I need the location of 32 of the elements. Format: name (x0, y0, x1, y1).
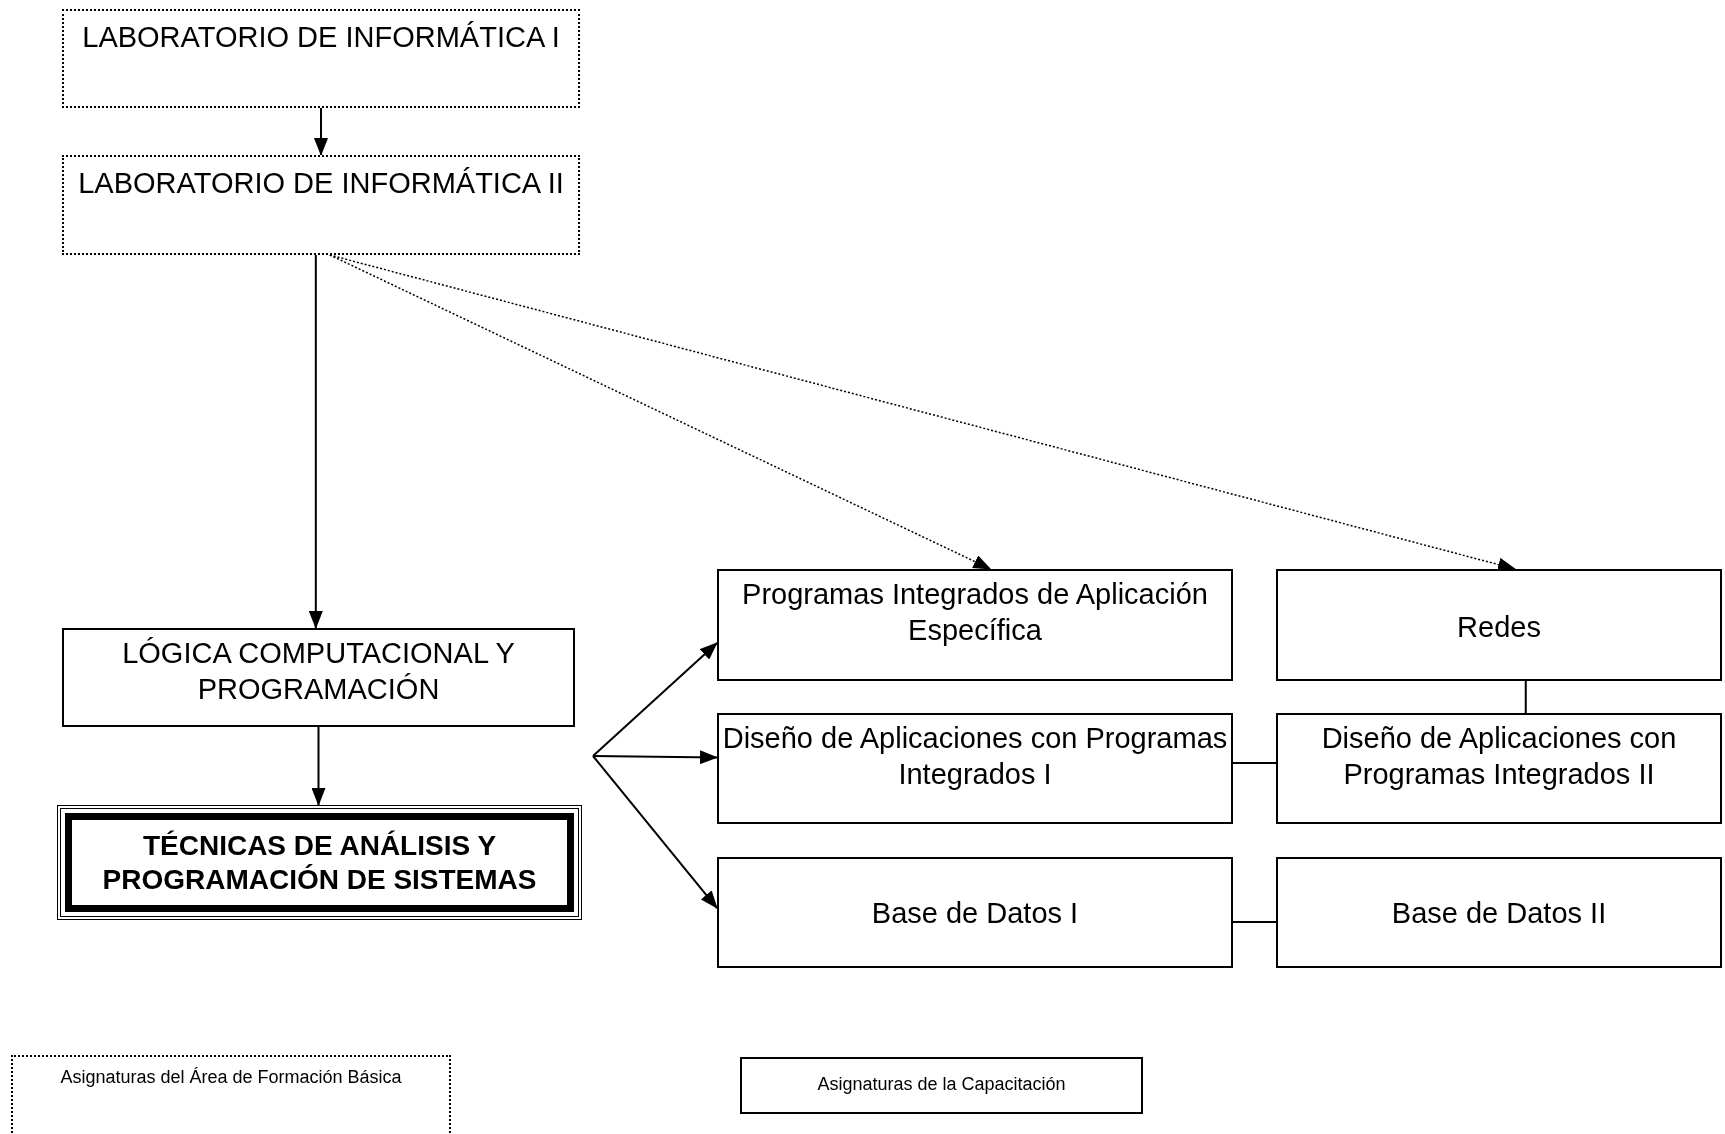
arrow (314, 107, 328, 156)
subject-name: Programas Integrados de Aplicación Específica (741, 577, 1209, 648)
subject-name: TÉCNICAS DE ANÁLISIS Y PROGRAMACIÓN DE SISTEMAS (101, 829, 538, 897)
subject-name: Base de Datos II (1391, 896, 1607, 931)
subject-name: LABORATORIO DE INFORMÁTICA I (82, 20, 560, 55)
subject-box (62, 628, 575, 727)
subject-box (1276, 713, 1722, 824)
subject-name: Diseño de Aplicaciones con Programas Integrados II (1320, 721, 1678, 792)
connector-line (1232, 920, 1277, 923)
arrow (311, 726, 326, 806)
arrow (329, 254, 1516, 572)
subject-box (717, 713, 1233, 824)
subject-box (1276, 857, 1722, 968)
subject-name: LABORATORIO DE INFORMÁTICA II (78, 166, 564, 201)
legend-entry: Asignaturas de la Capacitación (740, 1057, 1143, 1114)
connector-line (1232, 761, 1277, 764)
subject-name: Redes (1457, 610, 1541, 645)
arrow (592, 755, 718, 910)
subject-box (717, 857, 1233, 968)
subject-name: Base de Datos I (871, 896, 1079, 931)
subject-box (57, 805, 582, 920)
arrow (308, 254, 323, 629)
subject-name: Diseño de Aplicaciones con Programas Integrados I (721, 721, 1229, 792)
subject-box (717, 569, 1233, 681)
subject-name: LÓGICA COMPUTACIONAL Y PROGRAMACIÓN (121, 636, 516, 707)
subject-box (62, 155, 580, 255)
subject-box (1276, 569, 1722, 681)
arrow (592, 641, 718, 757)
arrow (592, 750, 718, 765)
legend-entry: Asignaturas del Área de Formación Básica (11, 1055, 451, 1134)
connector-line (1524, 680, 1527, 714)
subject-box (62, 9, 580, 108)
